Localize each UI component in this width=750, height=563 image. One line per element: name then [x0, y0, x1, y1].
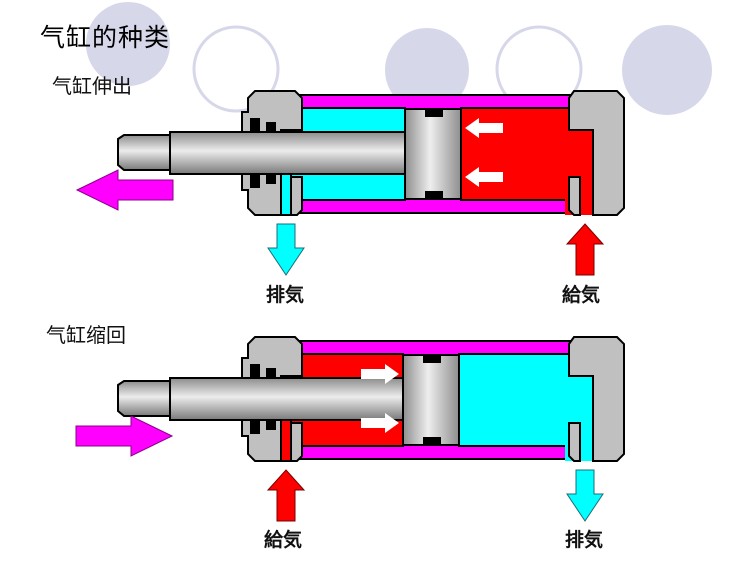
gland-seal: [250, 420, 260, 434]
rod-tip: [117, 134, 171, 171]
right-port-lip: [568, 176, 581, 216]
piston-rod: [169, 131, 406, 175]
left-port-flow-arrow: [267, 223, 305, 276]
decor-circle: [385, 28, 469, 112]
section-heading-extend: 气缸伸出: [52, 74, 132, 98]
left-port-lip: [290, 176, 303, 216]
gland-seal: [266, 368, 276, 378]
port-label-left-retract: 給気: [264, 529, 303, 551]
right-port-lip: [568, 422, 581, 462]
section-heading-retract: 气缸缩回: [46, 323, 126, 347]
piston-seal: [423, 437, 441, 445]
page-title: 气缸的种类: [40, 23, 171, 52]
decor-circle: [86, 2, 170, 86]
gland-seal: [266, 174, 276, 184]
pressure-arrow: [361, 413, 399, 433]
left-port-channel: [280, 419, 292, 462]
piston-seal: [425, 191, 443, 199]
pressure-arrow: [465, 167, 503, 187]
left-port-flow-arrow: [266, 469, 306, 522]
port-label-left-extend: 排気: [266, 284, 305, 306]
gland-seal: [250, 174, 260, 188]
pressure-arrow: [465, 118, 503, 138]
gland-seal: [250, 118, 260, 132]
decor-circle: [622, 25, 712, 115]
right-port-flow-arrow: [565, 223, 605, 276]
decor-circle-outline: [192, 25, 280, 113]
right-end-cap: [568, 336, 625, 462]
piston: [402, 354, 460, 446]
port-label-right-retract: 排気: [565, 529, 604, 551]
port-label-right-extend: 給気: [562, 284, 601, 306]
piston-rod: [169, 377, 404, 421]
piston-seal: [425, 109, 443, 117]
gland-seal: [250, 364, 260, 378]
pressure-arrow: [361, 364, 399, 384]
rod-tip: [117, 380, 171, 417]
right-end-cap: [568, 90, 625, 216]
piston-seal: [423, 355, 441, 363]
rod-motion-arrow-right: [75, 415, 174, 457]
left-port-channel: [280, 173, 292, 216]
cylinder-retract: [75, 336, 625, 522]
gland-seal: [266, 122, 276, 132]
left-port-lip: [290, 422, 303, 462]
piston: [404, 108, 462, 200]
right-chamber: [458, 353, 571, 447]
cylinder-extend: [75, 90, 625, 276]
decor-circles: [86, 2, 712, 115]
right-port-flow-arrow: [566, 469, 604, 522]
gland-seal: [266, 420, 276, 430]
rod-motion-arrow-left: [75, 169, 174, 211]
